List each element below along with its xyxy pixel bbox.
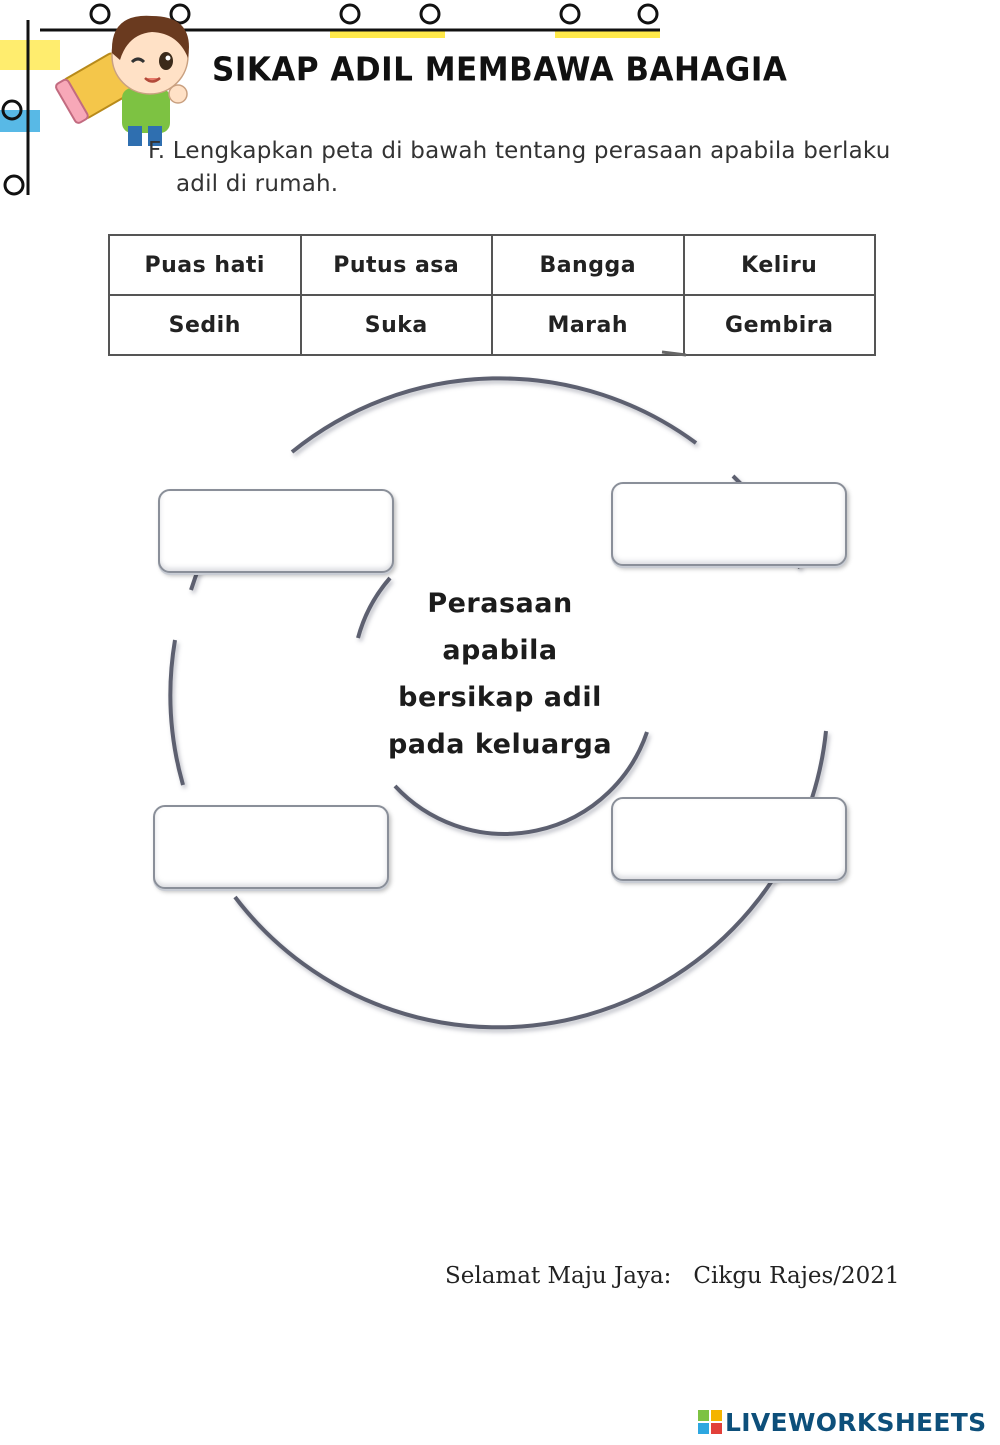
answer-box-bottom-left[interactable]: [153, 805, 389, 889]
center-line: apabila: [442, 635, 558, 666]
footer-author: Cikgu Rajes/2021: [693, 1263, 900, 1289]
word-cell: Putus asa: [299, 234, 493, 296]
footer-credit: Selamat Maju Jaya: Cikgu Rajes/2021: [445, 1263, 900, 1289]
word-cell: Puas hati: [108, 234, 302, 296]
answer-box-top-right[interactable]: [611, 482, 847, 566]
word-cell: Gembira: [682, 294, 876, 356]
mascot-illustration: [55, 15, 189, 146]
center-line: bersikap adil: [398, 682, 602, 713]
word-cell: Suka: [299, 294, 493, 356]
table-row: Sedih Suka Marah Gembira: [108, 294, 876, 356]
instruction-text: F. Lengkapkan peta di bawah tentang pera…: [148, 135, 948, 201]
footer-greeting: Selamat Maju Jaya:: [445, 1263, 672, 1289]
center-line: Perasaan: [427, 588, 573, 619]
word-cell: Marah: [491, 294, 685, 356]
table-row: Puas hati Putus asa Bangga Keliru: [108, 234, 876, 296]
page-title: SIKAP ADIL MEMBAWA BAHAGIA: [212, 51, 788, 89]
word-cell: Sedih: [108, 294, 302, 356]
inner-ring-bottom-arc: [393, 731, 649, 836]
word-cell: Bangga: [491, 234, 685, 296]
answer-box-bottom-right[interactable]: [611, 797, 847, 881]
brand-name: LIVEWORKSHEETS: [725, 1408, 987, 1437]
circle-map-center-label: Perasaan apabila bersikap adil pada kelu…: [380, 580, 620, 768]
outer-ring-top-arc: [290, 376, 698, 454]
answer-box-top-left[interactable]: [158, 489, 394, 573]
center-line: pada keluarga: [387, 729, 613, 760]
outer-ring-left-arc: [168, 639, 185, 786]
liveworksheets-logo-icon: [698, 1410, 722, 1434]
inner-ring-left-arc: [356, 576, 392, 639]
instruction-line-1: F. Lengkapkan peta di bawah tentang pera…: [148, 138, 891, 164]
liveworksheets-brand[interactable]: LIVEWORKSHEETS: [698, 1408, 986, 1437]
word-bank-table: Puas hati Putus asa Bangga Keliru Sedih …: [108, 234, 876, 356]
instruction-line-2: adil di rumah.: [176, 171, 339, 197]
word-cell: Keliru: [682, 234, 876, 296]
circle-map-diagram: [168, 350, 828, 1030]
